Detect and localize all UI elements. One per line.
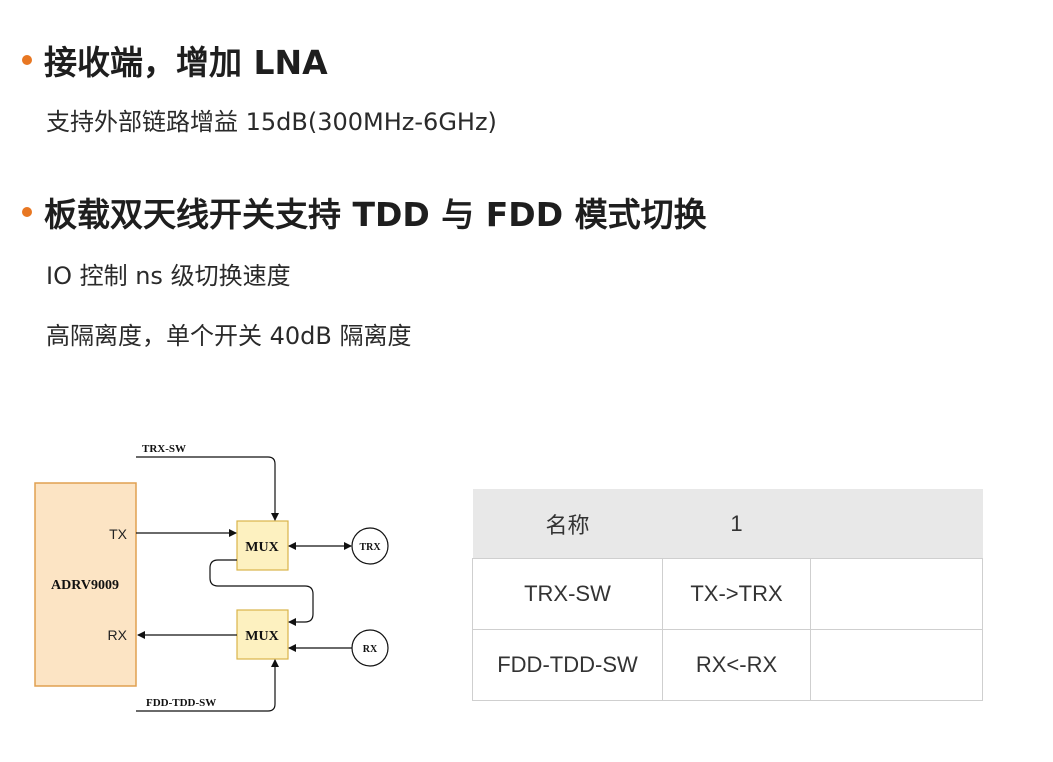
mux-bottom-label: MUX (245, 629, 278, 644)
table-cell: RX<-RX (662, 629, 811, 701)
mux-top-block (236, 520, 289, 571)
table-header-name: 名称 (472, 489, 663, 559)
chip-label: ADRV9009 (51, 578, 119, 593)
antenna-trx-circle (351, 527, 389, 565)
bullet-dot-icon (22, 55, 32, 65)
table-cell: TRX-SW (472, 558, 663, 630)
chip-rx-port-label: RX (108, 627, 128, 643)
mux-bottom-block (236, 609, 289, 660)
section-1-title: 接收端，增加 LNA (22, 36, 328, 84)
table-cell (810, 629, 983, 701)
switch-state-table: 名称 1 TRX-SW TX->TRX FDD-TDD-SW RX<-RX (472, 489, 983, 701)
table-cell: FDD-TDD-SW (472, 629, 663, 701)
table-header-empty (810, 489, 983, 559)
switch-block-diagram: ADRV9009 TX RX MUX MUX TRX RX TRX-SW FDD… (34, 443, 389, 712)
section-1-title-text: 接收端，增加 LNA (44, 43, 328, 82)
section-2-title: 板载双天线开关支持 TDD 与 FDD 模式切换 (22, 188, 707, 236)
adrv9009-chip-block (34, 482, 137, 687)
section-2-title-text: 板载双天线开关支持 TDD 与 FDD 模式切换 (44, 195, 707, 234)
antenna-trx-label: TRX (359, 542, 381, 553)
table-cell (810, 558, 983, 630)
section-2-item-1: IO 控制 ns 级切换速度 (46, 262, 291, 290)
table-cell: TX->TRX (662, 558, 811, 630)
chip-tx-port-label: TX (109, 526, 128, 542)
antenna-rx-label: RX (363, 644, 378, 655)
fdd-tdd-sw-signal-label: FDD-TDD-SW (146, 697, 216, 709)
trx-sw-control-line (136, 456, 279, 521)
table-header-row: 名称 1 (472, 489, 983, 559)
trx-sw-signal-label: TRX-SW (142, 443, 186, 455)
table-header-state: 1 (662, 489, 811, 559)
section-1-item-1: 支持外部链路增益 15dB(300MHz-6GHz) (46, 108, 497, 136)
table-row: TRX-SW TX->TRX (472, 558, 983, 630)
bullet-dot-icon (22, 207, 32, 217)
mux-top-label: MUX (245, 540, 278, 555)
fdd-tdd-sw-control-line (136, 659, 279, 712)
mux-crosslink-wire (209, 559, 314, 626)
section-2-item-2: 高隔离度，单个开关 40dB 隔离度 (46, 322, 412, 350)
table-row: FDD-TDD-SW RX<-RX (472, 629, 983, 701)
